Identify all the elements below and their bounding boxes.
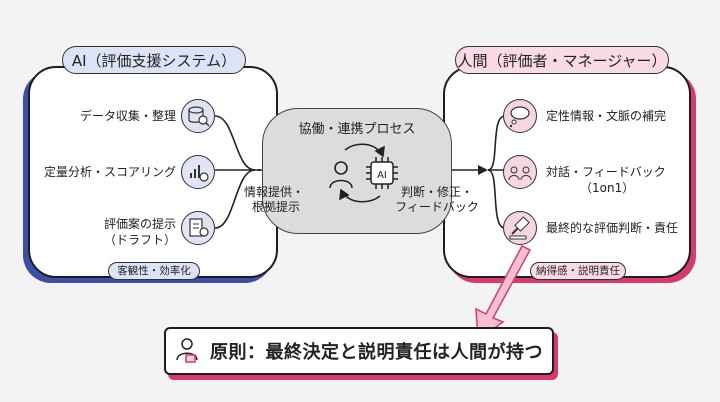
ai-panel (28, 66, 278, 278)
chart-gear-icon (181, 155, 215, 189)
ai-panel-title: AI（評価支援システム） (62, 46, 246, 74)
database-search-glyph (188, 106, 210, 127)
left-branch-top (214, 115, 256, 171)
human-item-1on1: （1on1） (580, 181, 635, 195)
center-title: 協働・連携プロセス (298, 122, 416, 137)
gavel-icon (503, 211, 537, 245)
human-benefit-tag: 納得感・説明責任 (530, 262, 626, 280)
human-panel-title: 人間（評価者・マネージャー） (455, 46, 669, 74)
human-item-context: 定性情報・文脈の補完 (546, 109, 667, 123)
human-item-final-judgment: 最終的な評価判断・責任 (546, 221, 679, 235)
human-item-dialogue: 対話・フィードバック (546, 165, 666, 179)
ai-benefit-tag: 客観性・効率化 (108, 262, 200, 280)
chart-gear-glyph (190, 165, 209, 182)
input-label-1: 情報提供・ (244, 185, 305, 199)
document-bulb-glyph (189, 218, 209, 237)
cycle-arrows-icon (339, 143, 385, 203)
right-branch-bottom (487, 169, 506, 229)
people-dialogue-glyph (508, 166, 532, 181)
thought-bubble-icon (503, 99, 537, 133)
output-label-1: 判断・修正・ (400, 185, 473, 199)
ai-item-draft-note: （ドラフト） (103, 233, 176, 247)
principle-text: 原則：最終決定と説明責任は人間が持つ (210, 342, 543, 363)
right-branch-top (487, 115, 506, 171)
people-dialogue-icon (503, 155, 537, 189)
input-label-2: 根拠提示 (252, 200, 301, 214)
left-branch-bottom (214, 169, 256, 229)
ai-item-draft-proposal: 評価案の提示 (103, 217, 176, 231)
ai-chip-label: AI (377, 170, 387, 181)
gavel-glyph (509, 216, 530, 240)
ai-item-quant-analysis: 定量分析・スコアリング (43, 165, 176, 179)
collaboration-process-box (262, 108, 452, 234)
output-label-2: フィードバック (395, 200, 479, 214)
human-panel (443, 66, 691, 278)
output-arrow-head (478, 165, 488, 175)
ai-item-data-collection: データ収集・整理 (79, 109, 176, 123)
principle-box (164, 327, 554, 375)
document-bulb-icon (181, 211, 215, 245)
ai-chip-icon (366, 157, 398, 189)
person-icon (329, 161, 353, 189)
thought-bubble-glyph (509, 106, 530, 128)
database-search-icon (181, 99, 215, 133)
